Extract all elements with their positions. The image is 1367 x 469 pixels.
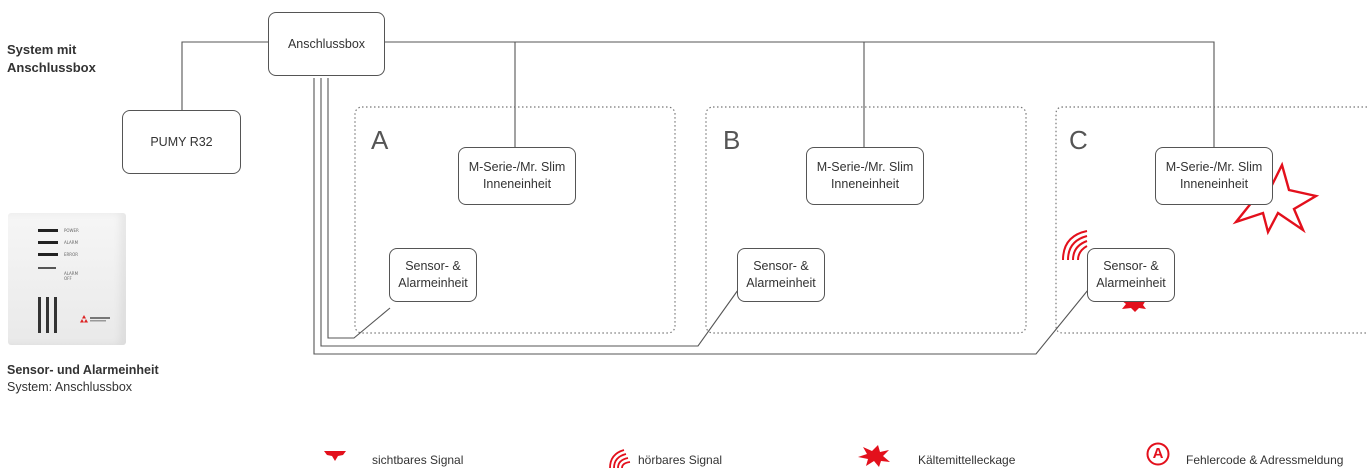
sensor-unit-a: Sensor- &Alarmeinheit — [389, 248, 477, 302]
legend-error-code: Fehlercode & Adressmeldung — [1186, 452, 1343, 468]
zones — [355, 107, 1367, 333]
zone-c-letter: C — [1069, 125, 1088, 156]
anschlussbox-label: Anschlussbox — [288, 36, 365, 53]
indoor-unit-c-line1: M-Serie-/Mr. Slim — [1166, 159, 1263, 176]
cable-sensor-a — [328, 78, 390, 338]
audible-signal-icon — [1063, 231, 1087, 260]
indoor-unit-a-line1: M-Serie-/Mr. Slim — [469, 159, 566, 176]
zone-b-letter: B — [723, 125, 740, 156]
indoor-unit-b-line2: Inneneinheit — [817, 176, 914, 193]
cable-pumy — [182, 42, 269, 110]
legend-visible-signal: sichtbares Signal — [372, 452, 463, 468]
legend-audible-signal: hörbares Signal — [638, 452, 722, 468]
cables — [182, 42, 1214, 354]
cable-sensor-c — [314, 78, 1088, 354]
pumy-label: PUMY R32 — [150, 134, 212, 151]
legend-error-code-letter: A — [1146, 444, 1170, 464]
sensor-unit-a-line2: Alarmeinheit — [398, 275, 467, 292]
sensor-unit-c: Sensor- &Alarmeinheit — [1087, 248, 1175, 302]
legend-leak-star-icon — [856, 444, 892, 468]
legend-visible-signal-icon — [321, 447, 349, 465]
cable-bus — [384, 42, 1214, 152]
sensor-unit-c-line1: Sensor- & — [1096, 258, 1165, 275]
sensor-unit-b-line1: Sensor- & — [746, 258, 815, 275]
zone-a-letter: A — [371, 125, 388, 156]
sensor-unit-b-line2: Alarmeinheit — [746, 275, 815, 292]
anschlussbox-unit: Anschlussbox — [268, 12, 385, 76]
sensor-unit-c-line2: Alarmeinheit — [1096, 275, 1165, 292]
legend-refrigerant-leak: Kältemittelleckage — [918, 452, 1015, 468]
sensor-unit-a-line1: Sensor- & — [398, 258, 467, 275]
pumy-outdoor-unit: PUMY R32 — [122, 110, 241, 174]
indoor-unit-a-line2: Inneneinheit — [469, 176, 566, 193]
indoor-unit-b-line1: M-Serie-/Mr. Slim — [817, 159, 914, 176]
legend-audible-signal-icon — [608, 447, 632, 469]
indoor-unit-c-line2: Inneneinheit — [1166, 176, 1263, 193]
sensor-unit-b: Sensor- &Alarmeinheit — [737, 248, 825, 302]
